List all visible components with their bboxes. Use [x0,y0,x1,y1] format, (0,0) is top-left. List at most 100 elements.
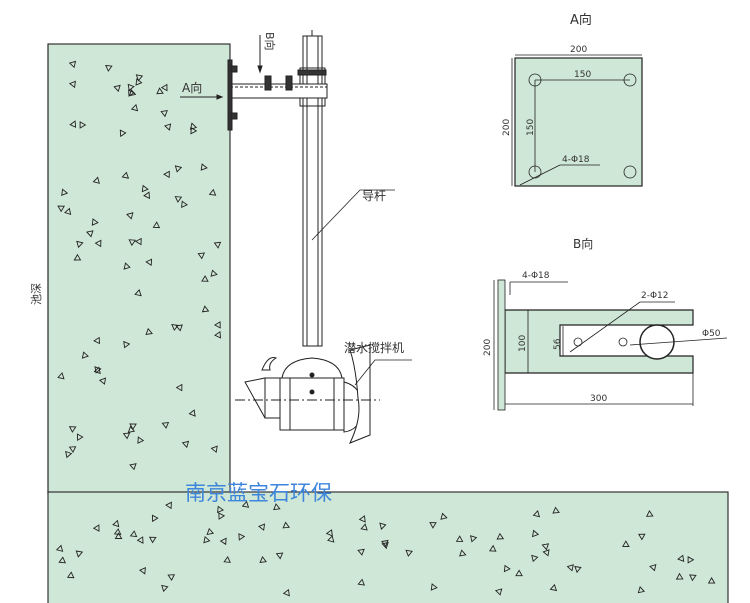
aggregate-mark [94,366,102,374]
aggregate-mark [92,176,100,184]
aggregate-mark [94,239,102,248]
aggregate-mark [165,501,172,510]
aggregate-mark [531,529,540,538]
aggregate-mark [148,536,157,544]
aggregate-mark [75,550,84,558]
aggregate-mark [123,262,131,270]
aggregate-mark [145,327,153,335]
aggregate-mark [677,554,685,562]
aggregate-mark [675,572,684,580]
pool-depth-label: 池深 [30,283,43,305]
guide-rod-label: 导杆 [362,189,386,203]
aggregate-mark [459,549,467,557]
aggregate-mark [549,583,558,592]
aggregate-mark [455,535,464,542]
view-a-height: 200 [502,119,512,136]
aggregate-mark [360,523,368,531]
aggregate-mark [566,564,574,572]
aggregate-mark [134,237,142,246]
aggregate-mark [113,84,121,93]
aggregate-mark [494,588,503,596]
aggregate-mark [259,556,267,564]
view-b-drawing [493,279,728,411]
watermark: 南京蓝宝石环保 [185,481,332,505]
aggregate-mark [429,522,437,529]
aggregate-mark [622,540,630,547]
aggregate-mark [275,552,284,560]
aggregate-mark [379,522,387,530]
aggregate-mark [707,576,716,584]
aggregate-mark [325,529,333,537]
aggregate-mark [137,436,145,444]
aggregate-mark [86,230,94,238]
aggregate-mark [238,533,246,541]
view-a-hole-spacing-h: 150 [574,70,591,80]
aggregate-mark [241,500,250,508]
aggregate-mark [114,532,123,539]
aggregate-mark [175,324,183,332]
aggregate-mark [143,191,151,200]
aggregate-mark [136,536,144,544]
aggregate-mark [68,426,77,433]
aggregate-mark [121,171,130,179]
aggregate-mark [105,64,113,72]
concrete-structure [47,43,729,603]
aggregate-mark [91,218,99,226]
aggregate-mark [68,446,77,453]
aggregate-mark [282,521,291,529]
aggregate-mark [127,425,136,433]
leader-lines [311,189,412,386]
aggregate-mark [188,409,196,417]
aggregate-mark [68,60,77,69]
aggregate-mark [515,569,523,577]
view-a-hole-spacing-v: 150 [526,119,536,136]
aggregate-mark [93,336,100,345]
aggregate-mark [213,241,222,249]
view-b-marker: B向 [263,32,277,51]
aggregate-mark [542,549,550,557]
view-markers [180,35,263,100]
aggregate-mark [358,515,366,523]
view-b-bolt-holes: 2-Φ12 [641,291,669,301]
aggregate-mark [119,129,127,138]
aggregate-mark [181,200,188,209]
aggregate-mark [160,83,168,92]
view-b-slot-width: 56 [553,338,563,350]
aggregate-marks [55,60,716,597]
view-b-title: B向 [573,236,593,251]
aggregate-mark [469,535,478,543]
aggregate-mark [130,103,139,112]
aggregate-mark [405,549,413,557]
aggregate-mark [152,221,161,229]
aggregate-mark [122,432,131,440]
aggregate-mark [129,463,137,471]
aggregate-mark [65,450,73,459]
aggregate-mark [217,505,224,514]
aggregate-mark [127,83,135,92]
aggregate-mark [273,503,281,511]
view-a-marker: A向 [182,80,202,95]
aggregate-mark [139,566,146,575]
aggregate-mark [64,207,72,216]
aggregate-mark [200,163,208,171]
aggregate-mark [81,351,89,359]
aggregate-mark [129,530,138,538]
aggregate-mark [175,383,183,392]
aggregate-mark [141,184,149,193]
view-b-arm-height: 100 [518,335,528,352]
view-b-plate-height: 200 [483,339,493,356]
aggregate-mark [638,533,646,541]
aggregate-mark [128,89,136,97]
aggregate-mark [258,523,266,531]
aggregate-mark [57,205,65,213]
aggregate-mark [208,188,217,196]
aggregate-mark [430,583,438,591]
aggregate-mark [503,564,511,573]
aggregate-mark [58,556,67,564]
aggregate-mark [69,120,77,128]
view-a-title: A向 [570,12,592,28]
aggregate-mark [135,74,144,82]
aggregate-mark [123,340,131,349]
aggregate-mark [73,253,82,261]
